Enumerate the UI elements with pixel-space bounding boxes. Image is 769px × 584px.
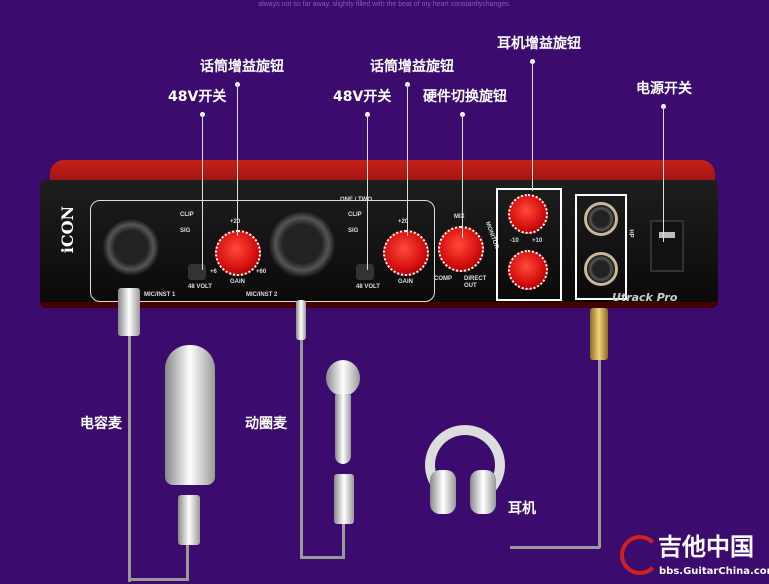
mix-knob[interactable] bbox=[438, 226, 484, 272]
cable-condenser-bottom bbox=[128, 578, 188, 581]
gain-min-label: +6 bbox=[210, 269, 217, 275]
label-mix-knob: 硬件切换旋钮 bbox=[423, 89, 507, 105]
gain-label-2: GAIN bbox=[398, 279, 413, 285]
tagline: always not so far away, slightly filled … bbox=[258, 1, 511, 8]
xlr-plug-1 bbox=[118, 288, 140, 336]
headphone-cup-left bbox=[430, 470, 456, 514]
headphone-gain-box bbox=[496, 188, 562, 301]
48v-label-2: 48 VOLT bbox=[356, 284, 380, 290]
48v-label-1: 48 VOLT bbox=[188, 284, 212, 290]
headphone-jacks-box bbox=[575, 194, 627, 300]
label-48v-switch-1: 48V开关 bbox=[168, 89, 227, 105]
cable-segment bbox=[186, 545, 189, 581]
power-switch[interactable] bbox=[650, 220, 684, 272]
hp-min-label: -10 bbox=[510, 238, 519, 244]
cable-condenser bbox=[128, 336, 131, 582]
comp-label: COMP bbox=[434, 276, 452, 282]
cable-dynamic-bottom bbox=[300, 556, 345, 559]
headphone-plug bbox=[590, 308, 608, 360]
dynamic-mic-icon bbox=[326, 360, 360, 396]
label-headphone-gain: 耳机增益旋钮 bbox=[497, 36, 581, 52]
ch1-label: MIC/INST 1 bbox=[144, 292, 176, 298]
model-name: Utrack Pro bbox=[612, 291, 678, 304]
label-power-switch: 电源开关 bbox=[636, 81, 692, 97]
combo-jack-1[interactable] bbox=[102, 218, 160, 276]
label-dynamic-mic: 动圈麦 bbox=[245, 416, 287, 432]
dynamic-mic-handle bbox=[335, 394, 351, 464]
combo-jack-2[interactable] bbox=[268, 210, 336, 278]
gain-60-label: +60 bbox=[256, 269, 267, 275]
guitarchina-logo-icon bbox=[620, 535, 660, 575]
headphone-jack-2[interactable] bbox=[584, 252, 618, 286]
label-condenser-mic: 电容麦 bbox=[80, 416, 122, 432]
brand-logo: iCON bbox=[58, 205, 78, 254]
cable-segment bbox=[342, 524, 345, 558]
ch2-label: MIC/INST 2 bbox=[246, 292, 278, 298]
label-mic-gain-2: 话筒增益旋钮 bbox=[370, 59, 454, 75]
headphones-icon bbox=[425, 425, 505, 505]
headphone-gain-knob-2[interactable] bbox=[508, 250, 548, 290]
gain-knob-2[interactable] bbox=[383, 230, 429, 276]
hp-label: HP bbox=[627, 229, 634, 238]
label-48v-switch-2: 48V开关 bbox=[333, 89, 392, 105]
cable-headphones-bottom bbox=[510, 546, 600, 549]
trs-plug bbox=[296, 300, 306, 340]
48v-switch-1[interactable] bbox=[188, 264, 206, 280]
gain-knob-1[interactable] bbox=[215, 230, 261, 276]
watermark-name: 吉他中国 bbox=[658, 533, 754, 561]
clip-label-1: CLIP bbox=[180, 212, 194, 218]
headphone-gain-knob-1[interactable] bbox=[508, 194, 548, 234]
cable-dynamic bbox=[300, 340, 303, 558]
condenser-mic-icon bbox=[165, 345, 215, 485]
clip-label-2: CLIP bbox=[348, 212, 362, 218]
gain-label-1: GAIN bbox=[230, 279, 245, 285]
watermark-url: bbs.GuitarChina.com bbox=[659, 566, 769, 577]
headphone-cup-right bbox=[470, 470, 496, 514]
sig-label-2: SIG bbox=[348, 228, 359, 234]
hp-max-label: +10 bbox=[532, 238, 543, 244]
gain-max-label: +20 bbox=[398, 219, 409, 225]
xlr-plug-2 bbox=[178, 495, 200, 545]
audio-interface: iCON ONE / TWO MIC/INST 1 CLIP SIG 48 VO… bbox=[40, 180, 718, 308]
gain-max-label: +20 bbox=[230, 219, 241, 225]
headphone-jack-1[interactable] bbox=[584, 202, 618, 236]
sig-label-1: SIG bbox=[180, 228, 191, 234]
xlr-plug-3 bbox=[334, 474, 354, 524]
label-mic-gain-1: 话筒增益旋钮 bbox=[200, 59, 284, 75]
one-two-label: ONE / TWO bbox=[340, 197, 372, 203]
48v-switch-2[interactable] bbox=[356, 264, 374, 280]
cable-headphones bbox=[598, 360, 601, 548]
mix-label: MIX bbox=[454, 214, 465, 220]
label-headphones: 耳机 bbox=[508, 501, 536, 517]
input-panel bbox=[90, 200, 435, 302]
direct-out-label: DIRECT OUT bbox=[464, 276, 487, 289]
